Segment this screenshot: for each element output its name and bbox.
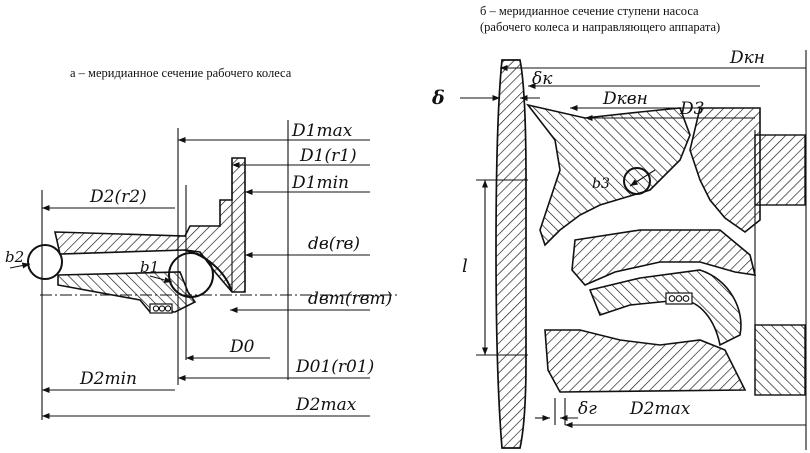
seal-ball <box>152 305 160 312</box>
circle-b3 <box>623 167 651 195</box>
label-b1: b1 <box>140 258 159 276</box>
seal-ring <box>665 292 693 305</box>
caption-a: а – меридианное сечение рабочего колеса <box>70 66 292 80</box>
label-delta: δ <box>431 87 445 109</box>
seal-ball <box>682 295 690 302</box>
arrow-b2 <box>9 262 31 269</box>
label-D2r2: D2(r2) <box>89 187 147 207</box>
lower-ring <box>754 324 806 396</box>
passage-curve <box>184 249 233 293</box>
label-D1min: D1min <box>291 173 349 193</box>
diffuser-ring <box>754 134 806 206</box>
label-D2min: D2min <box>79 369 137 389</box>
label-deltaG: δг <box>578 399 597 419</box>
seal-ring <box>149 303 173 314</box>
caption-b-line2: (рабочего колеса и направляющего аппарат… <box>480 20 721 34</box>
pump-stage-section-b: δ Dкн δк Dквн D3 b3 l δг D2max <box>431 48 807 450</box>
label-l: l <box>462 256 468 277</box>
label-D01: D01(r01) <box>295 357 374 377</box>
back-disc <box>57 271 197 313</box>
label-D2max-b: D2max <box>629 399 691 419</box>
channel-block <box>571 229 757 286</box>
label-D2max: D2max <box>295 395 357 415</box>
label-dBT: dвт(rвт) <box>308 289 392 309</box>
return-channel <box>588 269 742 347</box>
seal-ball <box>158 305 166 312</box>
label-b3: b3 <box>592 176 610 192</box>
label-D3: D3 <box>679 99 704 119</box>
circle-b2 <box>27 244 63 280</box>
circle-b1 <box>168 252 214 298</box>
impeller-section-a: D1max D1(r1) D1min D2(r2) dв(rв) b2 b1 d… <box>5 120 400 420</box>
arrow-b3 <box>629 169 656 187</box>
impeller-front-disc <box>526 103 691 247</box>
seal-ball <box>668 295 676 302</box>
diffuser-top <box>689 107 761 233</box>
label-dB: dв(rв) <box>308 234 360 254</box>
seal-ball <box>164 305 172 312</box>
arrow-b1 <box>149 275 173 283</box>
caption-b-line1: б – меридианное сечение ступени насоса <box>480 4 699 18</box>
seal-ball <box>675 295 683 302</box>
casing-wall <box>495 59 527 449</box>
label-b2: b2 <box>5 248 24 266</box>
label-deltaK: δк <box>532 69 553 89</box>
label-DKH: Dкн <box>729 48 765 68</box>
bottom-disc <box>544 329 747 393</box>
label-D1max: D1max <box>291 121 353 141</box>
label-DKBH: Dквн <box>602 89 648 109</box>
label-D0: D0 <box>229 337 255 357</box>
label-D1r1: D1(r1) <box>299 146 357 166</box>
